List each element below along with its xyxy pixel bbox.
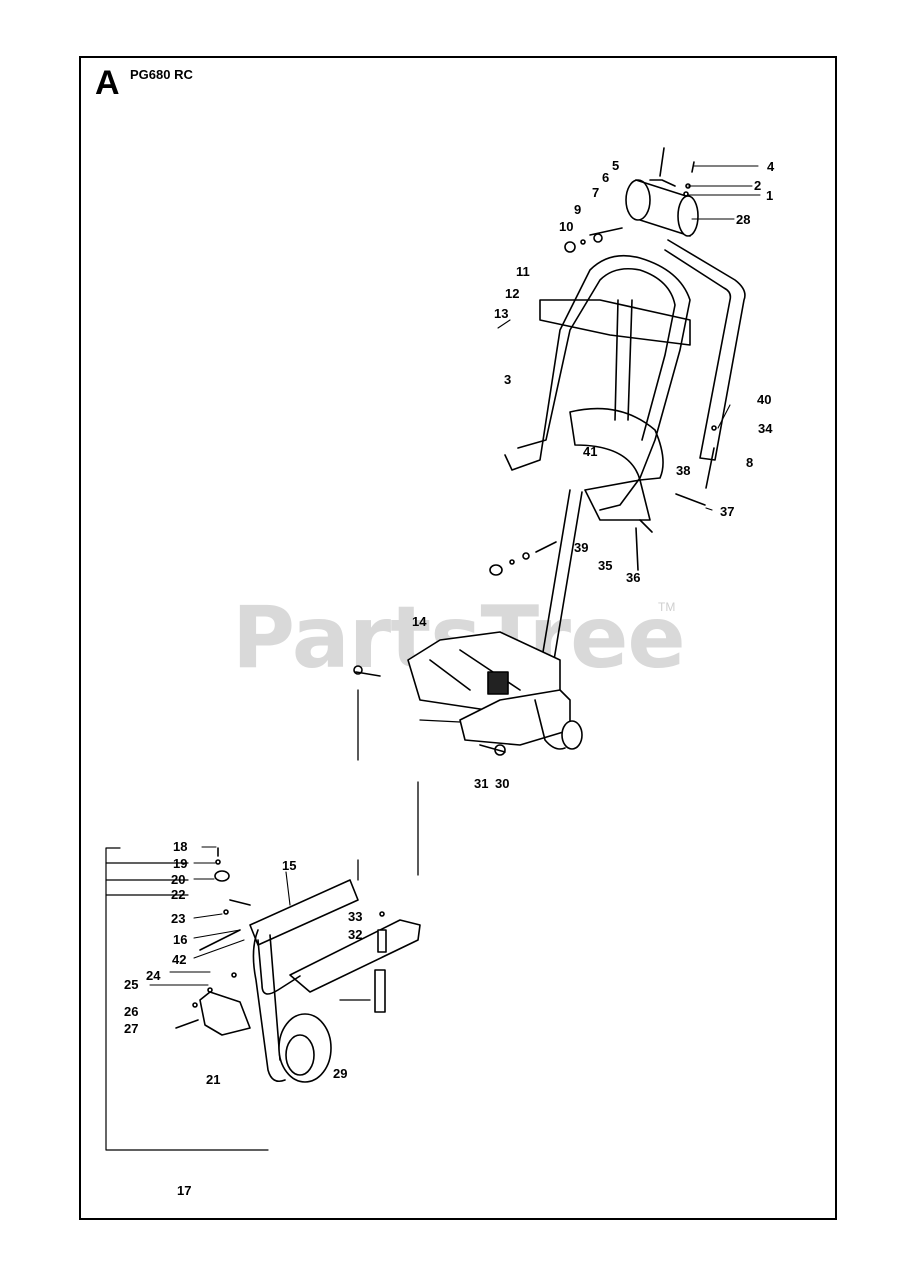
top-bolts (564, 147, 695, 253)
model-title: PG680 RC (130, 67, 193, 82)
washer-stack (489, 541, 557, 576)
callout-36: 36 (626, 570, 641, 585)
callout-bracket-17 (105, 847, 269, 1151)
callout-22: 22 (171, 887, 186, 902)
callout-23: 23 (171, 911, 186, 926)
diagram-frame (79, 56, 837, 1220)
callout-8: 8 (746, 455, 754, 470)
watermark-tm: TM (658, 600, 676, 614)
callout-27: 27 (124, 1021, 139, 1036)
callout-32: 32 (348, 927, 363, 942)
leader-lines (149, 165, 761, 986)
callout-3: 3 (504, 372, 512, 387)
callout-17: 17 (177, 1183, 192, 1198)
callout-18: 18 (173, 839, 188, 854)
callout-35: 35 (598, 558, 613, 573)
left-fasteners (199, 847, 251, 951)
callout-4: 4 (767, 159, 775, 174)
callout-37: 37 (720, 504, 735, 519)
callout-40: 40 (757, 392, 772, 407)
wheel-part (278, 1013, 332, 1083)
callout-20: 20 (171, 872, 186, 887)
handle-frame-part (504, 254, 691, 511)
callout-9: 9 (574, 202, 582, 217)
callout-24: 24 (146, 968, 161, 983)
callout-7: 7 (592, 185, 600, 200)
callout-2: 2 (754, 178, 762, 193)
callout-34: 34 (758, 421, 773, 436)
callout-26: 26 (124, 1004, 139, 1019)
callout-41: 41 (583, 444, 598, 459)
pin-part (353, 665, 381, 677)
connecting-rods (539, 479, 706, 673)
bracket-part (175, 972, 251, 1036)
callout-38: 38 (676, 463, 691, 478)
callout-12: 12 (505, 286, 520, 301)
wheel-frame-part (249, 879, 421, 1083)
callout-30: 30 (495, 776, 510, 791)
callout-21: 21 (206, 1072, 221, 1087)
roller-part (625, 179, 699, 237)
section-letter: A (95, 64, 120, 102)
callout-25: 25 (124, 977, 139, 992)
callout-28: 28 (736, 212, 751, 227)
callout-31: 31 (474, 776, 489, 791)
callout-1: 1 (766, 188, 774, 203)
callout-5: 5 (612, 158, 620, 173)
callout-14: 14 (412, 614, 427, 629)
callout-6: 6 (602, 170, 610, 185)
callout-42: 42 (172, 952, 187, 967)
base-frame-part (407, 631, 583, 756)
callout-19: 19 (173, 856, 188, 871)
callout-15: 15 (282, 858, 297, 873)
guide-lines (339, 689, 461, 1001)
callout-11: 11 (516, 264, 530, 279)
side-bar-part (664, 239, 746, 489)
callout-33: 33 (348, 909, 363, 924)
callout-16: 16 (173, 932, 188, 947)
callout-39: 39 (574, 540, 589, 555)
callout-13: 13 (494, 306, 509, 321)
callout-10: 10 (559, 219, 574, 234)
callout-29: 29 (333, 1066, 348, 1081)
